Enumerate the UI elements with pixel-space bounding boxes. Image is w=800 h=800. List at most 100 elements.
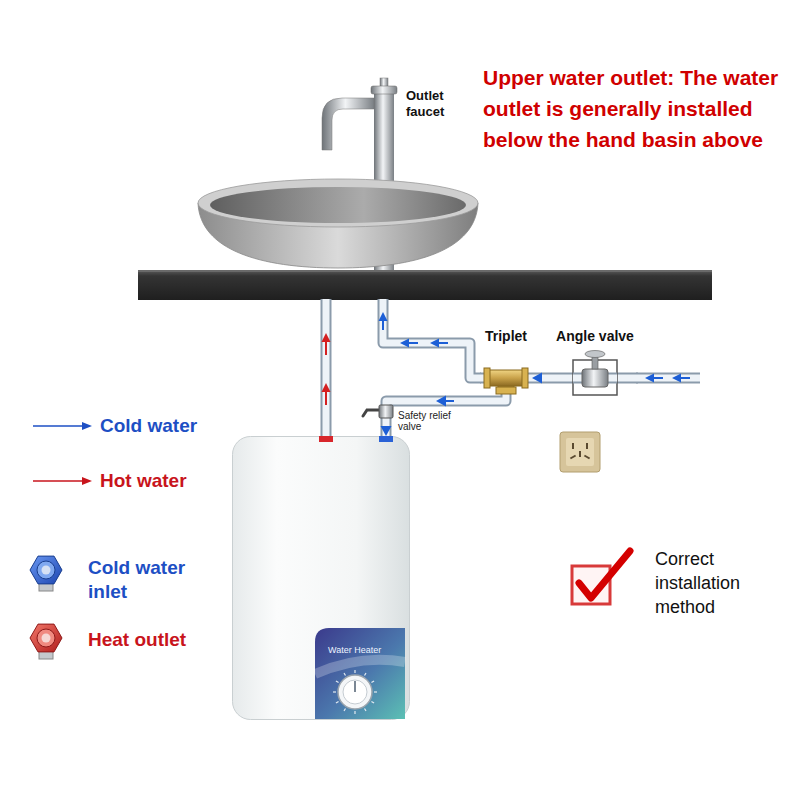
power-socket: [560, 432, 600, 472]
cold-pipe: [383, 299, 481, 378]
valve-icon: [552, 348, 638, 396]
note-text: Upper water outlet: The water outlet is …: [483, 62, 781, 155]
legend-text: Hot water: [100, 469, 187, 493]
cold-flow-arrow: [653, 377, 663, 379]
hot-arrow-sample: [82, 477, 92, 485]
fitting-ring: [37, 629, 55, 647]
angle-valve: Angle valve: [552, 328, 638, 396]
legend-samples: [30, 422, 92, 659]
hot-pipe: [321, 299, 332, 436]
label-slot: Correct installation method: [655, 547, 767, 619]
part-label: Angle valve: [556, 328, 634, 345]
cold-flow-arrow: [379, 312, 388, 321]
arrowhead: [381, 426, 392, 436]
faucet-spout: [322, 98, 374, 150]
dial-tick: [333, 691, 336, 692]
countertop: [138, 270, 712, 300]
panel-slot: Water Heater: [328, 645, 402, 656]
hot-flow-arrow: [325, 391, 327, 405]
arrowhead: [532, 373, 542, 384]
dial-tick: [374, 691, 377, 692]
water-pipe: [532, 373, 552, 384]
socket-hole: [579, 451, 581, 457]
socket-face: [566, 438, 594, 466]
dial-pointer: [354, 681, 356, 692]
valve-body: [582, 369, 608, 387]
dial-face: [343, 680, 367, 704]
cold-flow-arrow: [672, 374, 681, 383]
panel-text: Water Heater: [328, 645, 402, 656]
dial-tick: [344, 708, 346, 711]
faucet-cap: [371, 86, 397, 94]
flow-arrows: [322, 312, 691, 405]
fitting-nut: [30, 556, 62, 584]
pipe-wall: [386, 396, 506, 436]
cold-pipe-inner: [383, 299, 481, 378]
tee-nut: [496, 387, 516, 394]
cold-flow-arrow: [430, 339, 439, 348]
cold-arrow-sample: [33, 425, 84, 427]
water-pipe: [381, 396, 507, 437]
safety-relief-valve: [363, 405, 393, 418]
part-label: Triplet: [485, 328, 527, 345]
part-label: Outlet faucet: [406, 88, 466, 120]
dial-tick: [354, 670, 355, 673]
hot-flow-arrow: [325, 341, 327, 355]
valve-handle: [585, 351, 605, 358]
hot-arrow-sample: [33, 480, 84, 482]
check-tick: [579, 551, 630, 598]
pipe-bore: [386, 396, 506, 436]
tee-fitting: Triplet: [480, 328, 532, 396]
basin-inside: [210, 187, 466, 223]
check-mark: [572, 551, 630, 604]
socket-hole: [586, 443, 588, 449]
cold-fitting: [379, 436, 393, 442]
dial-tick: [336, 681, 339, 683]
socket-hole: [572, 443, 574, 449]
panel-sheen: [315, 660, 405, 674]
cold-inlet-icon: [30, 556, 62, 591]
socket-plate: [560, 432, 600, 472]
countertop-slab: [138, 270, 712, 300]
heater-shape: [232, 436, 410, 720]
tee-nut: [484, 368, 490, 388]
countertop-edge: [138, 270, 712, 272]
flow-arrow: [436, 396, 446, 407]
socket-hole: [570, 455, 576, 460]
cold-flow-arrow: [400, 339, 409, 348]
basin-rim: [198, 179, 478, 227]
label-slot: Safety relief valve: [398, 410, 470, 432]
fitting-hole: [42, 634, 51, 643]
pipes: [326, 299, 700, 436]
status-text: Correct installation method: [655, 547, 767, 619]
hot-fitting: [319, 436, 333, 442]
label-slot: Upper water outlet: The water outlet is …: [483, 62, 781, 155]
cold-arrow-sample: [82, 422, 92, 430]
legend-text: Heat outlet: [88, 628, 186, 652]
basin: [198, 179, 478, 268]
legend-slot: Heat outlet: [88, 628, 186, 652]
tee-icon: [480, 348, 532, 396]
socket-hole: [584, 455, 590, 460]
dial-tick: [371, 681, 374, 683]
hot-pipe-inner: [323, 299, 330, 436]
valve-body: [379, 405, 393, 418]
dial-knob: [338, 675, 372, 709]
supply-pipe-inner: [636, 375, 700, 382]
cold-flow-arrow: [438, 342, 448, 344]
legend-slot: Cold water inlet: [88, 556, 213, 604]
cold-flow-arrow: [680, 377, 690, 379]
heat-outlet-icon: [30, 624, 62, 659]
dial-tick: [336, 702, 339, 704]
legend-slot: Cold water: [100, 414, 197, 438]
tee-body: [488, 370, 524, 386]
legend-slot: Hot water: [100, 469, 187, 493]
supply-pipe: [636, 373, 700, 384]
legend-text: Cold water: [100, 414, 197, 438]
fitting-ring: [37, 561, 55, 579]
cold-flow-arrow: [645, 374, 654, 383]
fitting-hole: [42, 566, 51, 575]
legend-text: Cold water inlet: [88, 556, 213, 604]
fitting-nut: [30, 624, 62, 652]
water-heater: Water Heater: [232, 436, 410, 720]
